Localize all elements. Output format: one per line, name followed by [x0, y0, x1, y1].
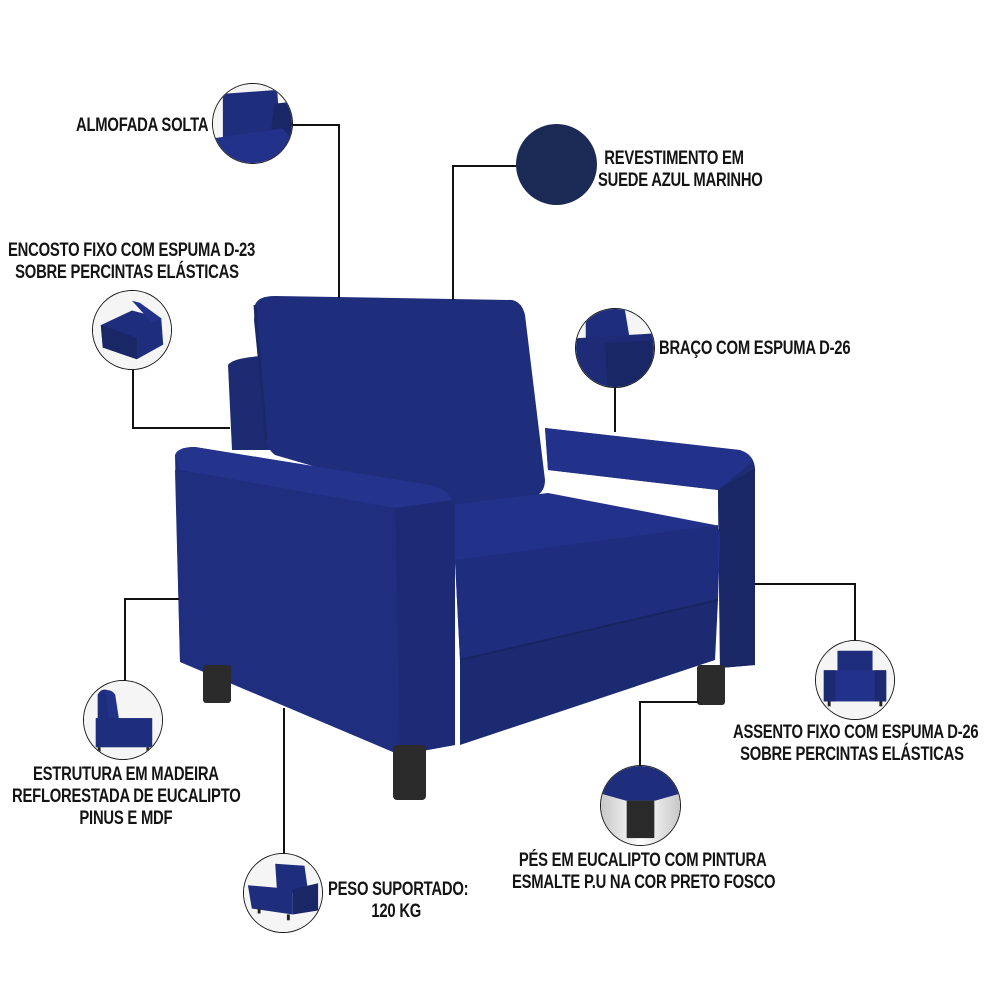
fabric-swatch-icon — [516, 124, 597, 205]
loose-cushion-detail-icon — [212, 83, 293, 164]
chair-leg — [203, 665, 231, 703]
connector-line — [292, 124, 339, 126]
connector-line — [124, 598, 179, 600]
callout-pes: PÉS EM EUCALIPTO COM PINTURA ESMALTE P.U… — [512, 850, 776, 893]
perspective-chair-icon — [243, 853, 323, 933]
connector-line — [452, 165, 516, 167]
connector-line — [639, 701, 699, 703]
connector-line — [452, 165, 454, 300]
side-view-chair-icon — [83, 680, 163, 760]
chair-leg — [697, 665, 725, 705]
chair-leg — [393, 745, 426, 800]
callout-almofada-solta: ALMOFADA SOLTA — [76, 115, 209, 136]
connector-line — [639, 701, 641, 769]
connector-line — [614, 388, 616, 432]
connector-line — [124, 598, 126, 686]
connector-line — [132, 370, 134, 428]
callout-braco: BRAÇO COM ESPUMA D-26 — [659, 338, 851, 359]
connector-line — [854, 583, 856, 641]
callout-revestimento: REVESTIMENTO EM SUEDE AZUL MARINHO — [598, 148, 763, 191]
front-view-chair-icon — [815, 640, 895, 720]
connector-line — [338, 124, 340, 298]
connector-line — [283, 708, 285, 854]
chair-back-cushion — [254, 296, 545, 505]
callout-peso-suportado: PESO SUPORTADO: 120 KG — [328, 879, 469, 922]
connector-line — [755, 583, 855, 585]
connector-line — [132, 427, 230, 429]
leg-detail-icon — [600, 765, 681, 846]
fixed-backrest-detail-icon — [92, 290, 172, 370]
callout-assento-fixo: ASSENTO FIXO COM ESPUMA D-26 SOBRE PERCI… — [733, 722, 979, 765]
callout-estrutura: ESTRUTURA EM MADEIRA REFLORESTADA DE EUC… — [12, 764, 241, 829]
callout-encosto-fixo: ENCOSTO FIXO COM ESPUMA D-23 SOBRE PERCI… — [8, 240, 256, 283]
armrest-detail-icon — [575, 308, 655, 388]
